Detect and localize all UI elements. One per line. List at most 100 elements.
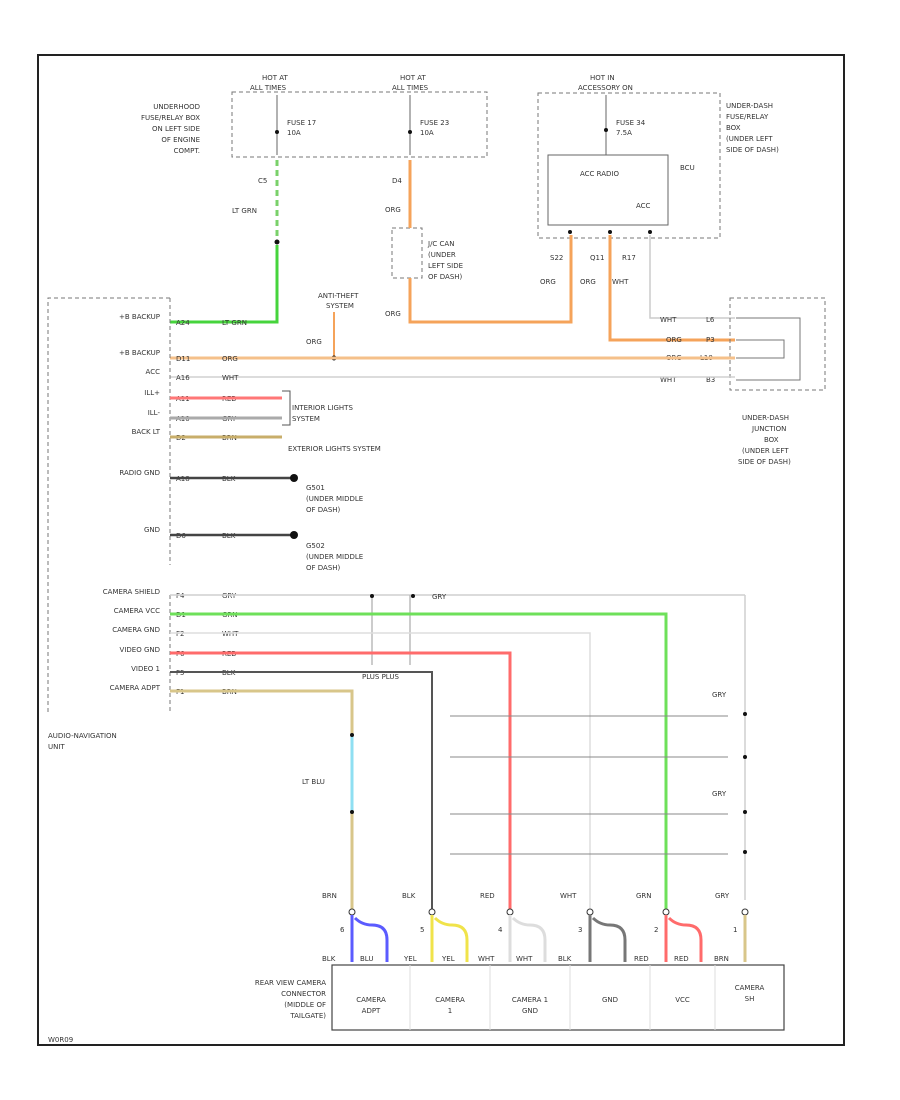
joint-can-box: J/C CAN (UNDER LEFT SIDE OF DASH) xyxy=(391,227,463,281)
pin-number: A16 xyxy=(176,374,190,382)
connector-wire-loop xyxy=(508,915,547,962)
under-dash-fuse-box: HOT IN ACCESSORY ON FUSE 34 7.5A ACC RAD… xyxy=(537,74,779,262)
svg-text:UNDER-DASH: UNDER-DASH xyxy=(742,414,789,422)
pin-label: CAMERA GND xyxy=(112,626,160,634)
connector-bottom-wire: BLU xyxy=(360,955,373,963)
svg-text:ACC: ACC xyxy=(636,202,651,210)
under-dash-junction-box: L6 P3 L10 B3 WHT ORG ORG WHT UNDER-DASH … xyxy=(660,297,826,466)
svg-text:10A: 10A xyxy=(287,129,301,137)
svg-text:JUNCTION: JUNCTION xyxy=(751,425,786,433)
svg-text:HOT AT: HOT AT xyxy=(262,74,289,82)
pin-wire-color: WHT xyxy=(222,630,239,638)
svg-text:10A: 10A xyxy=(420,129,434,137)
connector-cell-label: ADPT xyxy=(362,1007,381,1015)
connector-wire-loop xyxy=(430,915,469,962)
connector-pin-number: 5 xyxy=(420,926,424,934)
svg-text:OF DASH): OF DASH) xyxy=(428,273,463,281)
svg-text:Q11: Q11 xyxy=(590,254,604,262)
wire-org-fuse23: ORG ORG ORG xyxy=(385,160,573,324)
connector-pin-number: 3 xyxy=(578,926,582,934)
wire-label-org-q11: ORG xyxy=(580,278,596,286)
rear-view-camera-connector: REAR VIEW CAMERA CONNECTOR (MIDDLE OF TA… xyxy=(255,892,785,1031)
diagram-frame xyxy=(37,54,845,1046)
svg-text:UNDER-DASH: UNDER-DASH xyxy=(726,102,773,110)
svg-text:(UNDER MIDDLE: (UNDER MIDDLE xyxy=(306,553,363,561)
wire-wht-r17 xyxy=(649,235,735,319)
connector-bottom-wire: RED xyxy=(674,955,689,963)
svg-text:ORG: ORG xyxy=(306,338,322,346)
pin-label: CAMERA ADPT xyxy=(110,684,161,692)
svg-text:ACC RADIO: ACC RADIO xyxy=(580,170,619,178)
connector-cell-label: VCC xyxy=(675,996,690,1004)
svg-text:EXTERIOR LIGHTS SYSTEM: EXTERIOR LIGHTS SYSTEM xyxy=(288,445,381,453)
connector-cell-label: CAMERA xyxy=(356,996,386,1004)
connector-top-wire: GRN xyxy=(636,892,652,900)
svg-text:G502: G502 xyxy=(306,542,325,550)
svg-text:SIDE OF DASH): SIDE OF DASH) xyxy=(738,458,791,466)
pin-label: ACC xyxy=(146,368,161,376)
connector-wire-loop xyxy=(588,915,627,962)
svg-text:ALL TIMES: ALL TIMES xyxy=(250,84,287,92)
svg-text:CONNECTOR: CONNECTOR xyxy=(281,990,326,998)
anti-theft-system: ANTI-THEFT SYSTEM ORG xyxy=(306,292,359,361)
svg-text:FUSE 23: FUSE 23 xyxy=(420,119,449,127)
ground-wires: G501 (UNDER MIDDLE OF DASH) G502 (UNDER … xyxy=(170,474,363,572)
connector-cell-label: GND xyxy=(522,1007,538,1015)
svg-text:OF DASH): OF DASH) xyxy=(306,564,341,572)
svg-text:REAR VIEW CAMERA: REAR VIEW CAMERA xyxy=(255,979,326,987)
svg-text:UNDERHOOD: UNDERHOOD xyxy=(153,103,200,111)
connector-top-wire: BLK xyxy=(402,892,416,900)
svg-text:BOX: BOX xyxy=(764,436,779,444)
svg-text:FUSE 34: FUSE 34 xyxy=(616,119,646,127)
svg-text:GRY: GRY xyxy=(712,691,727,699)
svg-text:PLUS PLUS: PLUS PLUS xyxy=(362,673,399,681)
svg-text:BCU: BCU xyxy=(680,164,695,172)
pin-wire-color: WHT xyxy=(222,374,239,382)
pin-label: VIDEO 1 xyxy=(131,665,160,673)
connector-pin-number: 2 xyxy=(654,926,658,934)
svg-text:WHT: WHT xyxy=(660,376,677,384)
connector-pin-number: 1 xyxy=(733,926,737,934)
svg-text:HOT IN: HOT IN xyxy=(590,74,615,82)
svg-text:LT BLU: LT BLU xyxy=(302,778,325,786)
svg-text:ORG: ORG xyxy=(385,310,401,318)
connector-pin xyxy=(586,908,594,916)
svg-text:ALL TIMES: ALL TIMES xyxy=(392,84,429,92)
connector-bottom-wire: BRN xyxy=(714,955,729,963)
pin-label: CAMERA VCC xyxy=(114,607,160,615)
wire-org-q11 xyxy=(608,235,735,342)
pin-label: GND xyxy=(144,526,160,534)
pin-label: ILL- xyxy=(148,409,161,417)
svg-text:INTERIOR LIGHTS: INTERIOR LIGHTS xyxy=(292,404,353,412)
pin-label: +B BACKUP xyxy=(119,349,160,357)
pin-number: F2 xyxy=(176,630,184,638)
svg-text:ACCESSORY ON: ACCESSORY ON xyxy=(578,84,633,92)
connector-bottom-wire: YEL xyxy=(441,955,455,963)
connector-pin xyxy=(741,908,749,916)
svg-text:(UNDER: (UNDER xyxy=(428,251,456,259)
svg-text:(MIDDLE OF: (MIDDLE OF xyxy=(284,1001,326,1009)
pin-label: +B BACKUP xyxy=(119,313,160,321)
svg-text:TAILGATE): TAILGATE) xyxy=(289,1012,326,1020)
connector-top-wire: BRN xyxy=(322,892,337,900)
svg-text:(UNDER MIDDLE: (UNDER MIDDLE xyxy=(306,495,363,503)
pin-wire-color: ORG xyxy=(222,355,238,363)
svg-text:D4: D4 xyxy=(392,177,402,185)
pin-number: A24 xyxy=(176,319,190,327)
connector-cell-label: 1 xyxy=(448,1007,452,1015)
svg-text:UNIT: UNIT xyxy=(48,743,65,751)
footer-code: W0R09 xyxy=(48,1036,73,1044)
connector-pin-number: 6 xyxy=(340,926,345,934)
svg-text:SYSTEM: SYSTEM xyxy=(326,302,354,310)
pin-label: CAMERA SHIELD xyxy=(103,588,160,596)
connector-cell-label: CAMERA 1 xyxy=(512,996,548,1004)
connector-cell-label: SH xyxy=(745,995,755,1003)
svg-text:S22: S22 xyxy=(550,254,563,262)
svg-text:(UNDER LEFT: (UNDER LEFT xyxy=(726,135,773,143)
lights-wires: INTERIOR LIGHTS SYSTEM EXTERIOR LIGHTS S… xyxy=(170,390,381,453)
svg-text:7.5A: 7.5A xyxy=(616,129,632,137)
svg-text:LEFT SIDE: LEFT SIDE xyxy=(428,262,463,270)
connector-wire-loop xyxy=(350,915,389,962)
